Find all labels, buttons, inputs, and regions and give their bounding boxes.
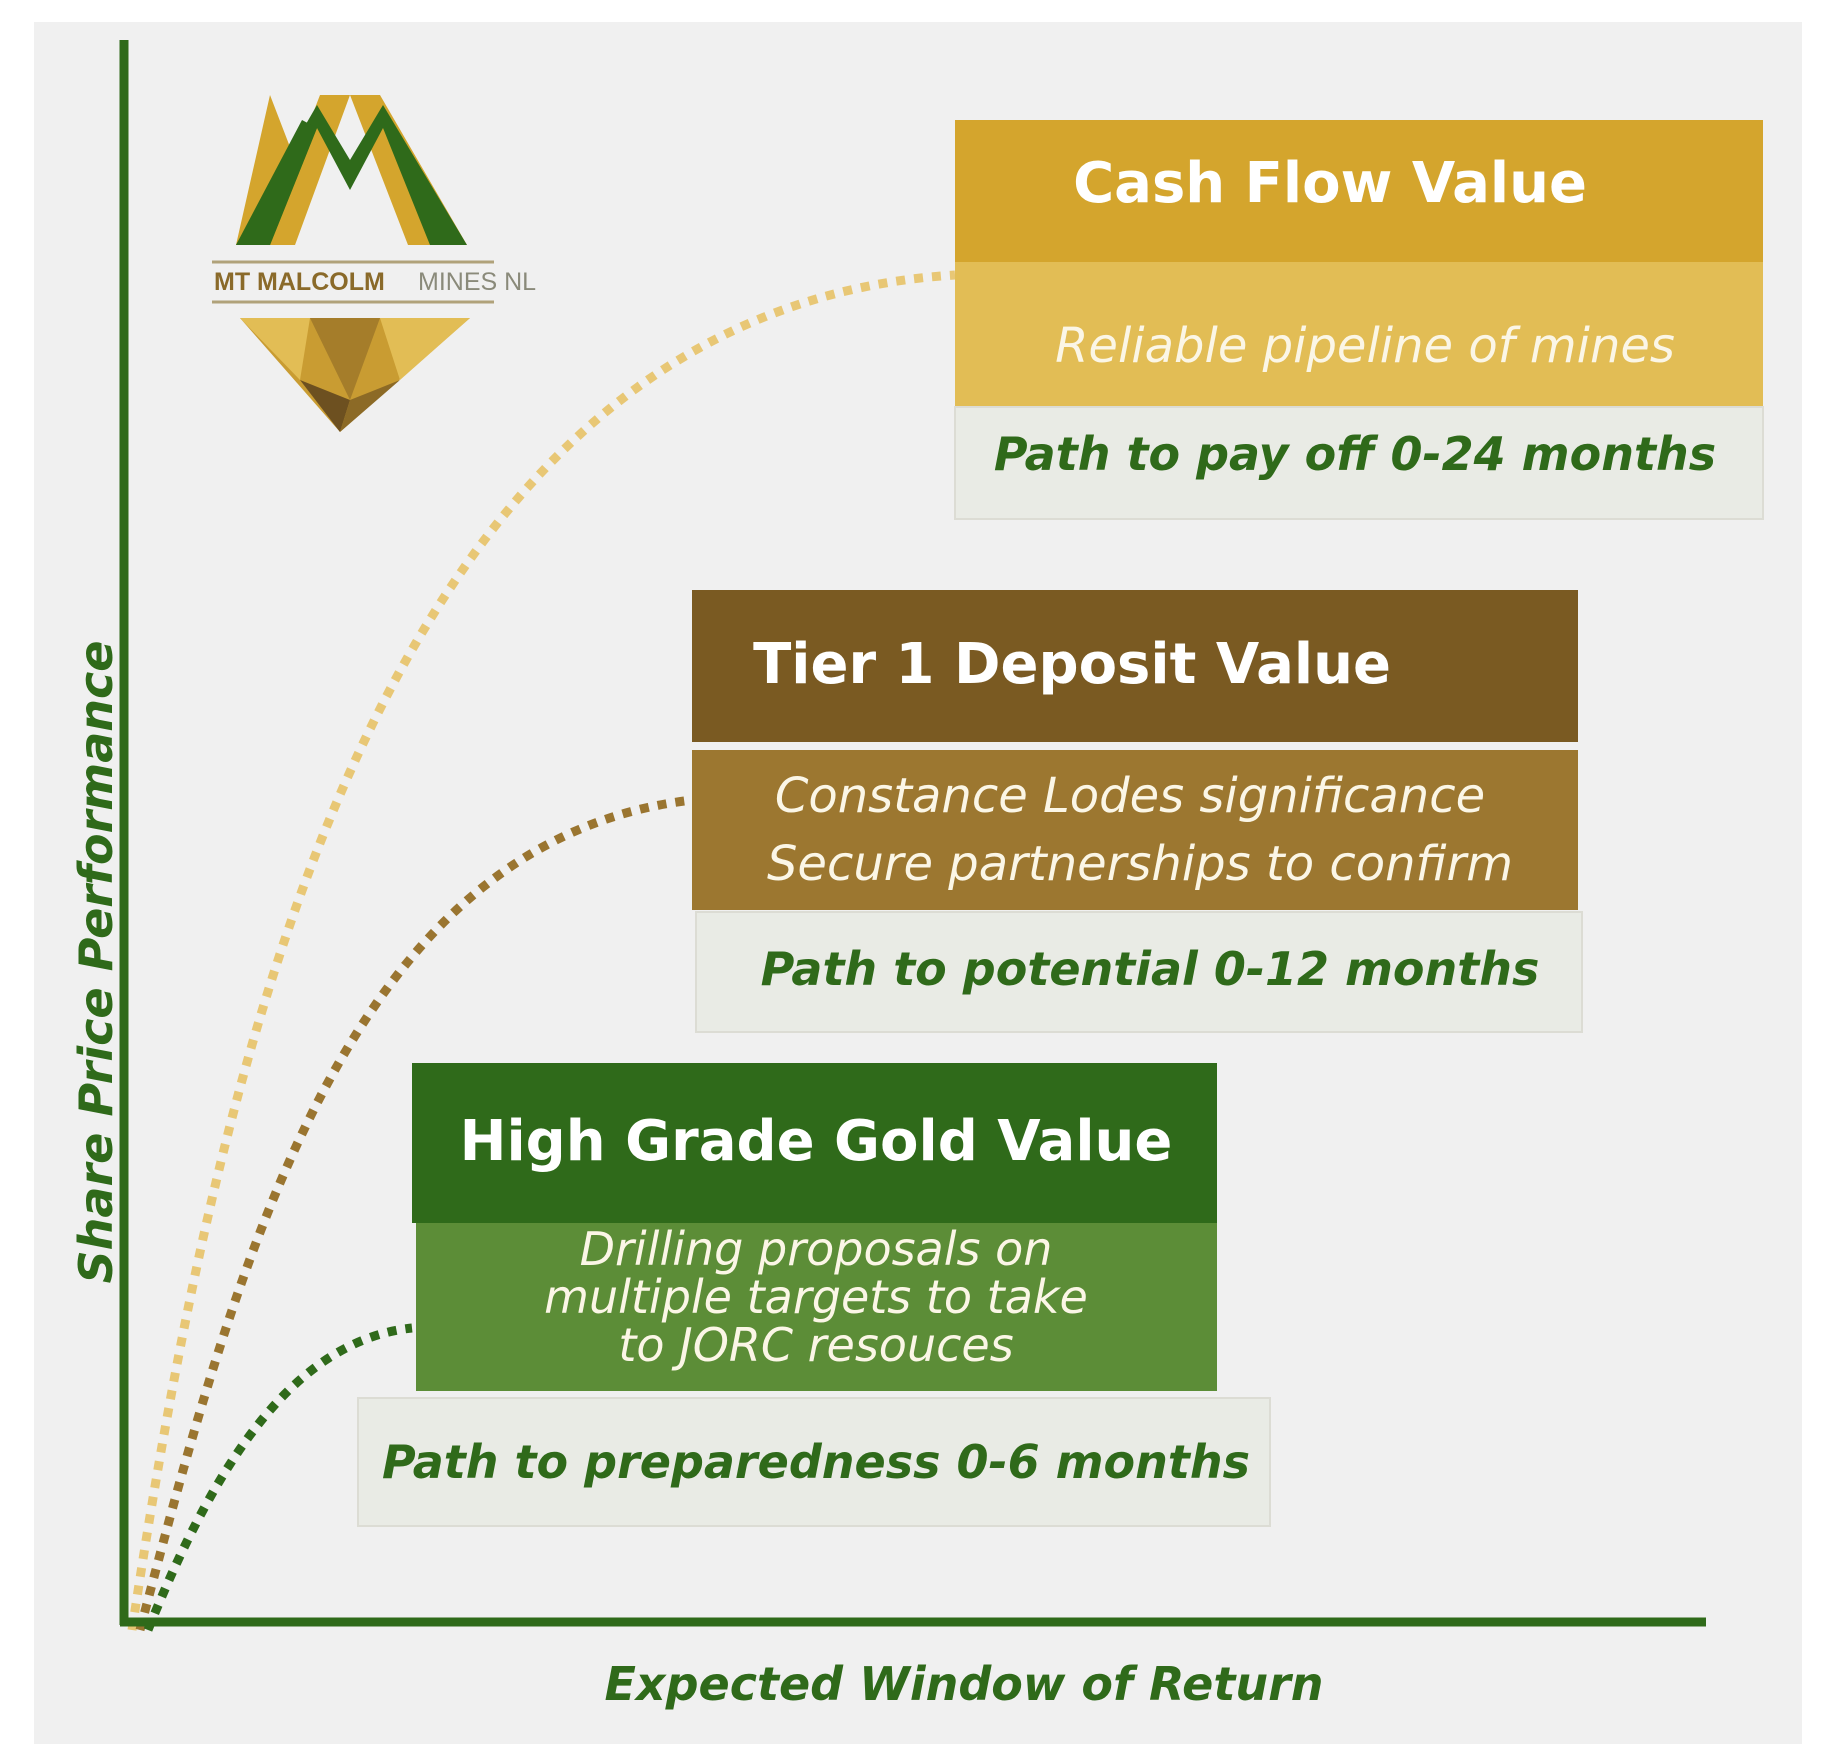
stage-title: High Grade Gold Value — [460, 1109, 1173, 1174]
stage-title-box — [955, 120, 1763, 262]
stage-subtitle-box — [955, 262, 1763, 407]
stage-subtitle-box — [692, 750, 1578, 910]
company-logo: MT MALCOLM MINES NL — [212, 95, 536, 432]
stage-cash-flow: Cash Flow Value Reliable pipeline of min… — [954, 120, 1764, 520]
mountain-logo-icon — [236, 95, 467, 245]
stage-subtitle-line: Constance Lodes significance — [775, 768, 1485, 824]
stage-path-text: Path to potential 0-12 months — [761, 942, 1540, 996]
x-axis-label: Expected Window of Return — [604, 1657, 1323, 1711]
stage-title: Tier 1 Deposit Value — [753, 632, 1391, 697]
y-axis-label: Share Price Performance — [69, 641, 123, 1284]
stage-tier1: Tier 1 Deposit Value Constance Lodes sig… — [692, 590, 1583, 1033]
stage-title: Cash Flow Value — [1073, 151, 1587, 216]
logo-text-light: MINES NL — [418, 268, 536, 296]
stage-subtitle-line: multiple targets to take — [544, 1270, 1088, 1324]
stage-subtitle-line: Secure partnerships to confirm — [767, 836, 1513, 892]
curve-cash-flow — [127, 270, 956, 1631]
stage-path-box — [357, 1397, 1271, 1527]
stage-subtitle-box — [416, 1223, 1217, 1391]
stage-subtitle-line: Drilling proposals on — [580, 1222, 1053, 1276]
stage-path-text: Path to preparedness 0-6 months — [382, 1435, 1250, 1489]
logo-text-bold: MT MALCOLM — [214, 268, 385, 296]
stage-subtitle-line: to JORC resouces — [618, 1318, 1013, 1372]
curve-high-grade — [143, 1323, 413, 1632]
gold-crystal-icon — [240, 318, 470, 432]
stage-high-grade: High Grade Gold Value Drilling proposals… — [357, 1063, 1271, 1527]
stage-path-text: Path to pay off 0-24 months — [994, 427, 1716, 481]
stage-title-box — [412, 1063, 1217, 1223]
stage-title-box — [692, 590, 1578, 742]
stage-path-box — [695, 911, 1583, 1033]
stage-path-box — [954, 406, 1764, 520]
stage-subtitle-line: Reliable pipeline of mines — [1055, 318, 1675, 374]
